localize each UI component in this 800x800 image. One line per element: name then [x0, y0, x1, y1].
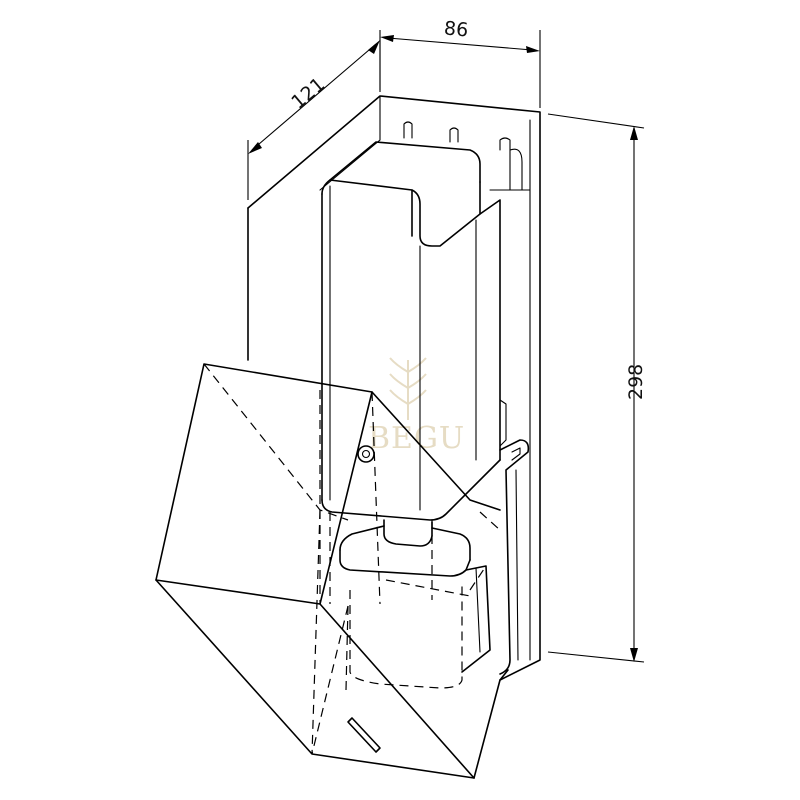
hidden-edges — [203, 363, 501, 755]
front-cover — [155, 363, 509, 779]
dimension-width: 86 — [379, 17, 541, 108]
back-plate — [247, 95, 541, 681]
dimension-depth: 121 — [247, 40, 381, 200]
dimension-depth-label: 121 — [287, 73, 329, 113]
pump-head — [339, 439, 530, 689]
dimension-height: 298 — [547, 113, 647, 663]
watermark-logo-icon — [389, 357, 427, 420]
dimension-height-label: 298 — [625, 364, 647, 400]
dimension-width-label: 86 — [443, 17, 469, 41]
dispense-slot — [347, 717, 381, 753]
watermark-text: BEGU — [368, 421, 465, 456]
watermark: BEGU — [368, 357, 465, 456]
soap-cartridge — [321, 141, 507, 521]
